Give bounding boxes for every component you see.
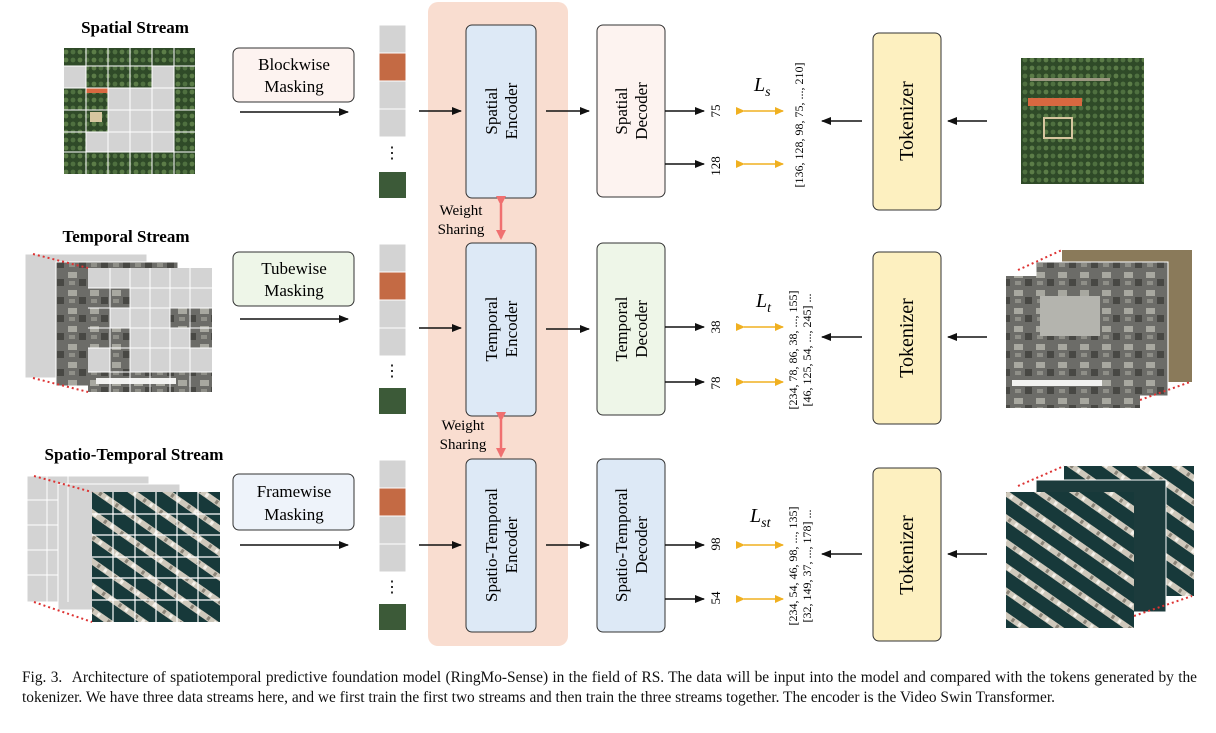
temporal-token-sequence-2: [46, 125, 54, ..., 245] ... xyxy=(800,294,814,407)
blockwise-masking-label-line2: Masking xyxy=(264,77,324,96)
spatial-token-ellipsis: ⋮ xyxy=(384,145,400,162)
figure-caption: Fig. 3. Architecture of spatiotemporal p… xyxy=(22,668,1197,708)
spatial-input-image xyxy=(64,48,195,174)
temporal-encoder-label-line2: Encoder xyxy=(502,300,521,357)
temporal-target-image-stack xyxy=(1006,249,1192,408)
temporal-loss-label: Lt xyxy=(755,290,772,316)
temporal-decoder-label-line1: Temporal xyxy=(612,296,631,361)
spatial-tokenizer-label: Tokenizer xyxy=(896,81,918,161)
tubewise-masking-box xyxy=(232,251,355,307)
spatio-temporal-token-sequence-1: [234, 54, 46, 98, ..., 135] xyxy=(786,507,800,626)
spatio-temporal-tokenizer-label: Tokenizer xyxy=(896,515,918,595)
temporal-token-column xyxy=(378,243,407,414)
spatio-temporal-token-sequence-2: [32, 149, 37, ..., 178] ... xyxy=(800,510,814,623)
temporal-stream-title: Temporal Stream xyxy=(62,227,189,246)
spatio-temporal-decoder-label-line2: Decoder xyxy=(632,516,651,574)
spatial-loss-label: Ls xyxy=(753,74,771,100)
temporal-output-token-2: 78 xyxy=(708,377,723,390)
spatio-temporal-decoder-box xyxy=(596,458,666,633)
tubewise-masking-label-line2: Masking xyxy=(264,281,324,300)
blockwise-masking-box xyxy=(232,47,355,103)
blockwise-masking-label-line1: Blockwise xyxy=(258,55,330,74)
weight-sharing-2-line2: Sharing xyxy=(440,437,487,453)
spatial-output-token-2: 128 xyxy=(708,156,723,176)
architecture-diagram: Spatial Stream Blockwise Masking xyxy=(24,2,1194,646)
temporal-token-sequence-1: [234, 78, 86, 38, ..., 155] xyxy=(786,291,800,410)
spatio-temporal-loss-label: Lst xyxy=(749,505,772,531)
spatial-decoder-box xyxy=(596,24,666,198)
spatio-temporal-token-column xyxy=(378,459,407,630)
spatio-temporal-target-image-stack xyxy=(1006,465,1194,628)
temporal-input-image-stack xyxy=(24,253,212,393)
spatio-temporal-tokenizer-box xyxy=(872,467,942,642)
figure-caption-label: Fig. 3. xyxy=(22,669,63,686)
temporal-encoder-box xyxy=(465,242,537,417)
framewise-masking-box xyxy=(232,473,355,531)
spatial-token-sequence: [136, 128, 98, 75, ..., 210] xyxy=(792,63,806,188)
framewise-masking-label-line1: Framewise xyxy=(257,482,332,501)
spatial-tokenizer-box xyxy=(872,32,942,211)
spatial-output-token-1: 75 xyxy=(708,105,723,118)
spatial-stream-title: Spatial Stream xyxy=(81,18,189,37)
spatio-temporal-output-token-1: 98 xyxy=(708,538,723,551)
temporal-tokenizer-box xyxy=(872,251,942,425)
spatial-encoder-label-line2: Encoder xyxy=(502,82,521,139)
spatio-temporal-encoder-label-line2: Encoder xyxy=(502,516,521,573)
framewise-masking-label-line2: Masking xyxy=(264,505,324,524)
spatio-temporal-encoder-label-line1: Spatio-Temporal xyxy=(482,488,501,602)
temporal-decoder-box xyxy=(596,242,666,416)
spatio-temporal-output-token-2: 54 xyxy=(708,591,723,605)
temporal-output-token-1: 38 xyxy=(708,321,723,334)
spatio-temporal-encoder-box xyxy=(465,458,537,633)
spatial-encoder-box xyxy=(465,24,537,199)
weight-sharing-2-line1: Weight xyxy=(442,418,486,434)
spatio-temporal-token-ellipsis: ⋮ xyxy=(384,579,400,596)
spatial-token-column xyxy=(378,24,407,198)
weight-sharing-1-line1: Weight xyxy=(440,203,484,219)
tubewise-masking-label-line1: Tubewise xyxy=(261,259,327,278)
temporal-token-ellipsis: ⋮ xyxy=(384,363,400,380)
spatial-decoder-label-line1: Spatial xyxy=(612,87,631,134)
temporal-encoder-label-line1: Temporal xyxy=(482,296,501,361)
spatio-temporal-decoder-label-line1: Spatio-Temporal xyxy=(612,488,631,602)
temporal-decoder-label-line2: Decoder xyxy=(632,300,651,358)
figure-caption-text: Architecture of spatiotemporal predictiv… xyxy=(22,669,1197,706)
weight-sharing-1-line2: Sharing xyxy=(438,222,485,238)
spatial-decoder-label-line2: Decoder xyxy=(632,82,651,140)
spatio-temporal-stream-title: Spatio-Temporal Stream xyxy=(45,445,224,464)
spatial-target-image xyxy=(1021,58,1144,184)
spatial-encoder-label-line1: Spatial xyxy=(482,87,501,134)
spatio-temporal-input-image-stack xyxy=(26,475,220,623)
temporal-tokenizer-label: Tokenizer xyxy=(896,298,918,378)
